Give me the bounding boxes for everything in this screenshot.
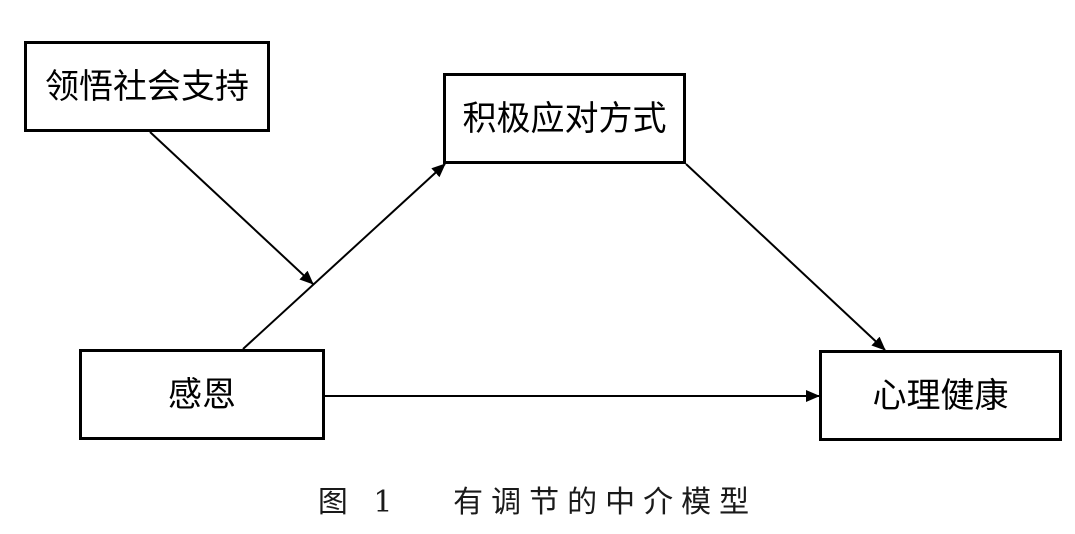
node-gratitude: 感恩 [79, 349, 325, 440]
figure-caption: 图 1 有调节的中介模型 [317, 485, 758, 520]
edge-gratitude-to-coping [242, 163, 446, 350]
node-label: 领悟社会支持 [45, 66, 249, 107]
edge-coping-to-health [685, 163, 886, 351]
node-positive-coping-style: 积极应对方式 [443, 73, 686, 164]
node-perceived-social-support: 领悟社会支持 [24, 41, 270, 132]
node-mental-health: 心理健康 [819, 350, 1062, 441]
node-label: 感恩 [168, 374, 236, 415]
edge-support-moderates-path [149, 131, 314, 285]
node-label: 心理健康 [872, 375, 1009, 416]
node-label: 积极应对方式 [462, 98, 667, 139]
